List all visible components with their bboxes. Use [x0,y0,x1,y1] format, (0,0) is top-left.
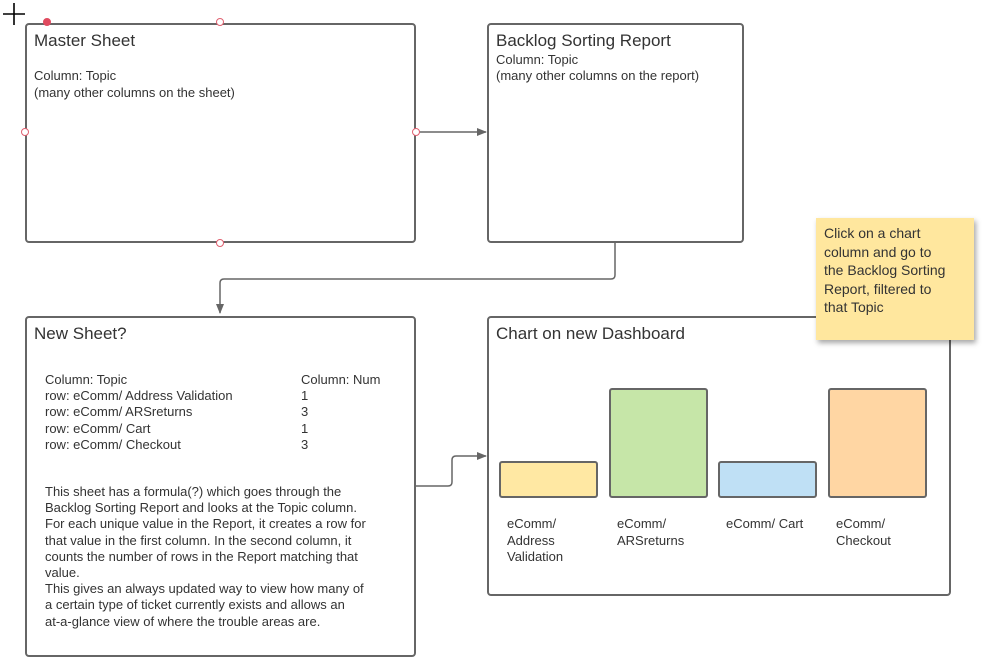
backlog-report-title: Backlog Sorting Report [496,31,671,50]
new-sheet-description: This sheet has a formula(?) which goes t… [45,484,366,629]
chart-bar[interactable] [499,461,598,498]
dashboard-chart-card[interactable]: Chart on new Dashboard [487,316,951,596]
table-row-num: 3 [301,437,309,452]
table-row-num: 3 [301,404,309,419]
selection-handle-right[interactable] [412,128,420,136]
master-sheet-card[interactable]: Master Sheet Column: Topic (many other c… [25,23,416,243]
table-row-topic: row: eComm/ Checkout [45,437,181,452]
backlog-report-card[interactable]: Backlog Sorting Report Column: Topic (ma… [487,23,744,243]
table-row-num: 1 [301,388,309,403]
backlog-report-column-line: Column: Topic [496,52,579,67]
connector-new-sheet-to-chart [416,452,487,487]
selection-handle-top[interactable] [216,18,224,26]
chart-bar[interactable] [718,461,817,498]
chart-category-label: eComm/ Checkout [836,516,891,548]
connector-report-to-new-sheet [216,243,616,314]
selection-handle-bottom[interactable] [216,239,224,247]
master-sheet-other-columns-line: (many other columns on the sheet) [34,85,235,100]
table-row-num: 1 [301,421,309,436]
backlog-report-other-columns-line: (many other columns on the report) [496,68,700,83]
chart-category-label: eComm/ ARSreturns [617,516,685,548]
selection-handle-left[interactable] [21,128,29,136]
selection-handle-corner[interactable] [43,18,51,26]
table-row-topic: row: eComm/ Cart [45,421,151,436]
chart-category-label: eComm/ Address Validation [507,516,564,564]
new-sheet-card[interactable]: New Sheet? Column: Topic Column: Num row… [25,316,416,657]
crosshair-cursor-icon [3,3,25,25]
dashboard-chart-title: Chart on new Dashboard [496,324,686,343]
chart-bar[interactable] [609,388,708,498]
new-sheet-title: New Sheet? [34,324,127,343]
chart-bar[interactable] [828,388,927,498]
table-row-topic: row: eComm/ ARSreturns [45,404,193,419]
master-sheet-column-line: Column: Topic [34,68,117,83]
table-header-num: Column: Num [301,372,381,387]
chart-category-label: eComm/ Cart [726,516,804,531]
master-sheet-title: Master Sheet [34,31,136,50]
table-row-topic: row: eComm/ Address Validation [45,388,233,403]
table-header-topic: Column: Topic [45,372,128,387]
sticky-note[interactable]: Click on a chart column and go to the Ba… [816,218,974,340]
